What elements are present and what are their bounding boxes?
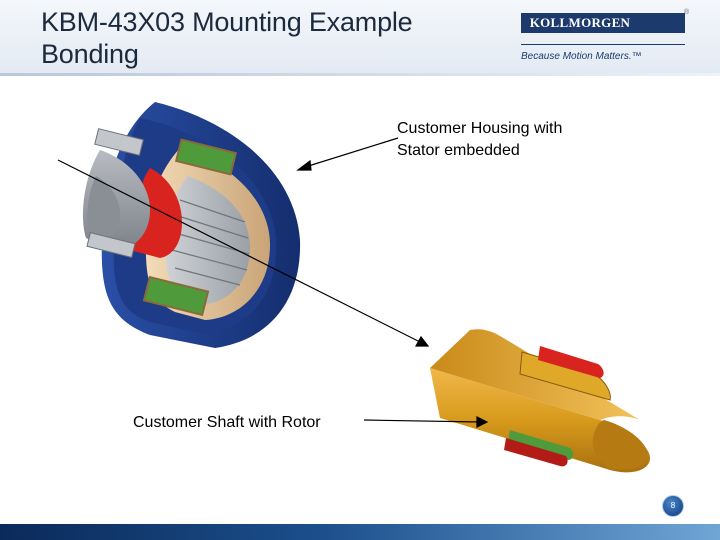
kollmorgen-logo: KOLLMORGEN (521, 13, 685, 33)
registered-mark: ® (684, 9, 690, 16)
rotor-lower-band (508, 430, 574, 460)
housing-assembly (82, 102, 301, 348)
hub-face-top (94, 128, 144, 156)
housing-callout-line (301, 137, 399, 169)
stator-laminations (165, 176, 250, 304)
hub-bore-inner (87, 176, 121, 238)
housing-callout-arrowhead (296, 159, 312, 171)
shaft-bore-end (592, 420, 648, 470)
logo-underline (521, 44, 685, 45)
housing-annotation: Customer Housing with Stator embedded (397, 120, 563, 159)
header-divider (0, 73, 720, 76)
stator-winding-bottom (142, 275, 210, 317)
hub-face-bottom (86, 232, 136, 258)
slide-title: KBM-43X03 Mounting Example Bonding (41, 7, 413, 69)
shaft-diagonal-line (57, 159, 423, 344)
lamination-lines (171, 199, 250, 286)
rotor-lower-magnet (504, 438, 568, 467)
rotor-magnet-band (538, 346, 604, 378)
stator-winding-top (174, 138, 238, 176)
shaft-annotation: Customer Shaft with Rotor (133, 414, 321, 431)
shaft-assembly (430, 329, 650, 473)
brand-tagline: Because Motion Matters.™ (521, 51, 642, 62)
shaft-callout-line (363, 419, 481, 423)
shaft-diagonal-arrowhead (414, 335, 430, 347)
logo-wordmark: KOLLMORGEN (529, 15, 631, 30)
callout-lines (57, 137, 489, 428)
shaft-callout-arrowhead (476, 416, 489, 428)
slide-header (0, 0, 720, 74)
slide-footer-bar (0, 524, 720, 540)
page-number-badge: 8 (662, 495, 684, 517)
